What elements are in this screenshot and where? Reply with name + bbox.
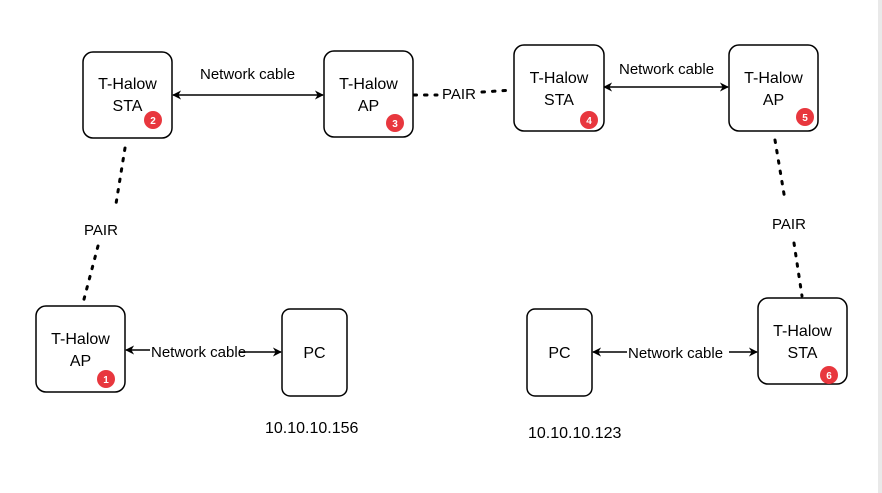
link-label: Network cable xyxy=(151,344,246,361)
node-title: T-Halow xyxy=(530,70,589,87)
link-cable-1-pc: Network cable xyxy=(125,344,282,361)
badge-1: 1 xyxy=(97,370,115,388)
link-cable-pc-6: Network cable xyxy=(592,345,758,362)
node-title: T-Halow xyxy=(51,331,110,348)
badge-4: 4 xyxy=(580,111,598,129)
link-cable-2-3: Network cable xyxy=(172,66,324,100)
svg-text:4: 4 xyxy=(586,116,592,127)
node-role: AP xyxy=(358,98,379,115)
badge-6: 6 xyxy=(820,366,838,384)
link-label: PAIR xyxy=(84,222,118,239)
ip-label-right-pc: 10.10.10.123 xyxy=(528,425,622,442)
node-pc-left: PC xyxy=(281,308,348,397)
node-title: PC xyxy=(303,345,325,362)
node-role: STA xyxy=(544,92,574,109)
node-pc-right: PC xyxy=(526,308,593,397)
link-cable-4-5: Network cable xyxy=(603,61,729,92)
svg-text:5: 5 xyxy=(802,113,808,124)
node-thalow-sta-2: T-Halow STA 2 xyxy=(82,51,173,139)
node-title: PC xyxy=(548,345,570,362)
node-thalow-ap-3: T-Halow AP 3 xyxy=(323,50,414,138)
node-role: STA xyxy=(788,345,818,362)
node-title: T-Halow xyxy=(98,76,157,93)
svg-text:6: 6 xyxy=(826,371,832,382)
badge-3: 3 xyxy=(386,114,404,132)
window-edge xyxy=(878,0,882,493)
node-role: STA xyxy=(113,98,143,115)
link-label: Network cable xyxy=(628,345,723,362)
svg-text:3: 3 xyxy=(392,119,398,130)
badge-2: 2 xyxy=(144,111,162,129)
ip-label-left-pc: 10.10.10.156 xyxy=(265,420,359,437)
node-role: AP xyxy=(70,353,91,370)
badge-5: 5 xyxy=(796,108,814,126)
link-label: PAIR xyxy=(772,216,806,233)
link-pair-3-4: PAIR xyxy=(412,86,515,103)
link-label: Network cable xyxy=(200,66,295,83)
svg-text:2: 2 xyxy=(150,116,156,127)
link-pair-2-1: PAIR xyxy=(81,146,127,305)
node-role: AP xyxy=(763,92,784,109)
node-thalow-sta-4: T-Halow STA 4 xyxy=(513,44,605,132)
link-label: PAIR xyxy=(442,86,476,103)
link-label: Network cable xyxy=(619,61,714,78)
node-title: T-Halow xyxy=(339,76,398,93)
node-title: T-Halow xyxy=(773,323,832,340)
node-title: T-Halow xyxy=(744,70,803,87)
node-thalow-ap-1: T-Halow AP 1 xyxy=(35,305,126,393)
svg-text:1: 1 xyxy=(103,375,109,386)
node-thalow-ap-5: T-Halow AP 5 xyxy=(728,44,819,132)
node-thalow-sta-6: T-Halow STA 6 xyxy=(757,297,848,385)
link-pair-5-6: PAIR xyxy=(772,138,806,298)
